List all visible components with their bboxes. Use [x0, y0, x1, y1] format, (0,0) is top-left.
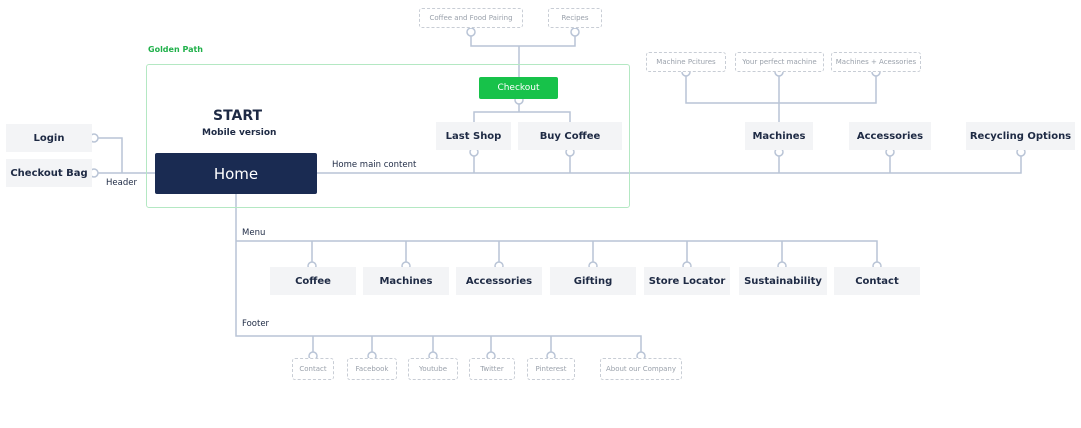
coffee-food-pairing-node[interactable]: Coffee and Food Pairing: [419, 8, 523, 28]
machines-sub-connector: [685, 72, 877, 122]
menu-item-machines[interactable]: Machines: [363, 267, 449, 295]
recycling-options-node[interactable]: Recycling Options: [966, 122, 1075, 150]
recipes-node[interactable]: Recipes: [548, 8, 602, 28]
machines-main-node[interactable]: Machines: [745, 122, 813, 150]
golden-path-label: Golden Path: [148, 45, 204, 54]
your-perfect-machine-node[interactable]: Your perfect machine: [735, 52, 824, 72]
checkout-bag-node[interactable]: Checkout Bag: [6, 159, 92, 187]
header-connector: [98, 137, 155, 174]
footer-item-contact[interactable]: Contact: [292, 358, 334, 380]
login-node[interactable]: Login: [6, 124, 92, 152]
last-shop-node[interactable]: Last Shop: [436, 122, 511, 150]
menu-item-coffee[interactable]: Coffee: [270, 267, 356, 295]
machine-pictures-node[interactable]: Machine Pcitures: [646, 52, 726, 72]
connector-dot: [570, 27, 580, 37]
golden-path-frame: [146, 64, 630, 208]
home-node[interactable]: Home: [155, 153, 317, 194]
buy-coffee-node[interactable]: Buy Coffee: [518, 122, 622, 150]
footer-item-youtube[interactable]: Youtube: [408, 358, 458, 380]
menu-item-contact[interactable]: Contact: [834, 267, 920, 295]
start-subtitle: Mobile version: [202, 128, 277, 138]
menu-item-store-locator[interactable]: Store Locator: [644, 267, 730, 295]
footer-item-about-company[interactable]: About our Company: [600, 358, 682, 380]
footer-item-pinterest[interactable]: Pinterest: [527, 358, 575, 380]
menu-item-gifting[interactable]: Gifting: [550, 267, 636, 295]
menu-item-accessories[interactable]: Accessories: [456, 267, 542, 295]
accessories-main-node[interactable]: Accessories: [849, 122, 931, 150]
checkout-connector: [470, 32, 576, 122]
menu-item-sustainability[interactable]: Sustainability: [739, 267, 827, 295]
start-title: START: [213, 108, 263, 124]
menu-footer-connector: [235, 194, 878, 356]
footer-label: Footer: [242, 319, 270, 329]
home-main-connector: [317, 152, 1022, 174]
menu-label: Menu: [242, 228, 266, 238]
machines-accessories-node[interactable]: Machines + Acessories: [831, 52, 921, 72]
footer-item-twitter[interactable]: Twitter: [469, 358, 515, 380]
home-main-content-label: Home main content: [332, 160, 417, 170]
footer-item-facebook[interactable]: Facebook: [347, 358, 397, 380]
checkout-node[interactable]: Checkout: [479, 77, 558, 99]
header-label: Header: [106, 178, 137, 188]
connector-dot: [466, 27, 476, 37]
